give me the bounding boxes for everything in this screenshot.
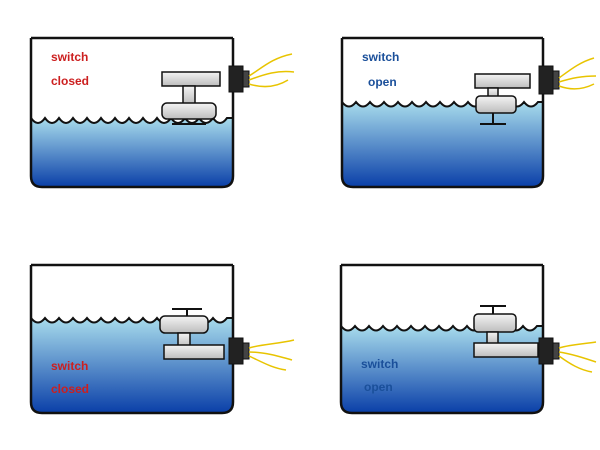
state-label: closed [51,74,89,88]
float-body [475,95,517,114]
wire [558,57,595,79]
wire [248,339,295,349]
wire [248,351,293,361]
switch-stem [486,331,499,345]
state-label: open [368,75,397,89]
switch-label: switch [361,357,398,371]
wall-fitting [228,65,244,93]
tank-outline [340,38,545,189]
float-switch [473,305,597,373]
water-surface-wave [30,116,233,124]
float-switch [159,308,295,371]
switch-label: switch [51,50,88,64]
switch-label: switch [362,50,399,64]
switch-body [161,71,221,87]
wire [248,355,287,371]
fitting-nut [242,70,250,88]
wire [248,70,295,81]
wall-fitting [538,337,554,365]
wire [558,355,593,373]
wire [558,341,597,349]
wall-fitting [538,65,554,95]
float-switch [161,53,295,125]
switch-label: switch [51,359,88,373]
wire [248,53,293,77]
fitting-nut [552,70,560,90]
switch-body [474,73,531,89]
tank-panel-bottom-left: switch closed [29,263,295,415]
wall-fitting [228,337,244,365]
switch-body [163,344,225,360]
switch-stem [182,85,196,105]
switch-body [473,342,539,358]
tank-panel-top-right: switch open [340,36,597,189]
wire [558,83,595,90]
wire [248,79,289,88]
fitting-nut [242,342,250,360]
wire [558,351,597,363]
fitting-nut [552,342,560,360]
float-body [473,313,517,333]
state-label: closed [51,382,89,396]
state-label: open [364,380,393,394]
water-body [342,102,543,187]
tank-outline [29,265,235,415]
float-body [161,102,217,120]
water-body [31,118,233,187]
float-body [159,315,209,334]
tank-panel-bottom-right: switch open [339,263,597,415]
tank-panel-top-left: switch closed [29,36,295,189]
tank-outline [339,265,545,415]
float-switch [474,57,597,125]
tank-outline [29,38,235,189]
wire [558,75,597,83]
